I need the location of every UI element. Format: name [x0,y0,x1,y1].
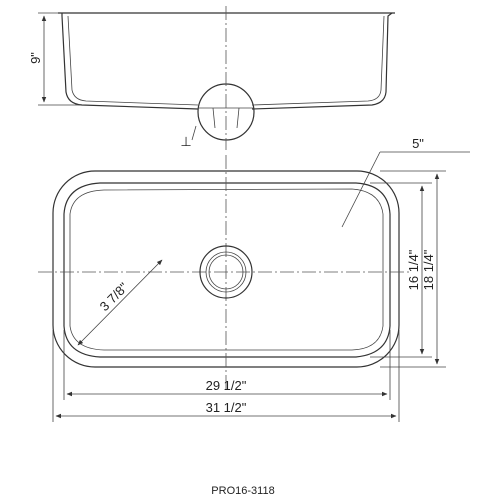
profile-outer-wall [61,12,393,110]
drain-offset-dimension-line [77,259,163,346]
depth-label: 9" [28,52,43,64]
overall-length-label: 18 1/4" [421,249,436,290]
radius-leader [341,151,381,228]
corner-radius-label: 5" [412,136,424,151]
profile-inner-wall [67,15,385,106]
perpendicular-symbol: ⊥ [180,134,191,149]
bowl-length-label: 16 1/4" [406,249,421,290]
side-profile-view: 9" ⊥ [28,6,395,150]
overall-width-label: 31 1/2" [206,400,247,415]
profile-drain-neck [212,107,240,129]
top-plan-view: 5" 3 7/8" 16 1/4" 18 1/4" 29 1/2" 31 1/2… [38,136,470,422]
perpendicular-leader [191,125,197,141]
drain-inner-ring [205,251,247,293]
model-number: PRO16-3118 [211,485,274,497]
drain-hole [208,254,244,290]
plan-inner-bowl [63,182,391,358]
plan-bowl-floor [69,188,384,351]
drain-outer-ring [199,245,253,299]
bowl-width-label: 29 1/2" [206,378,247,393]
